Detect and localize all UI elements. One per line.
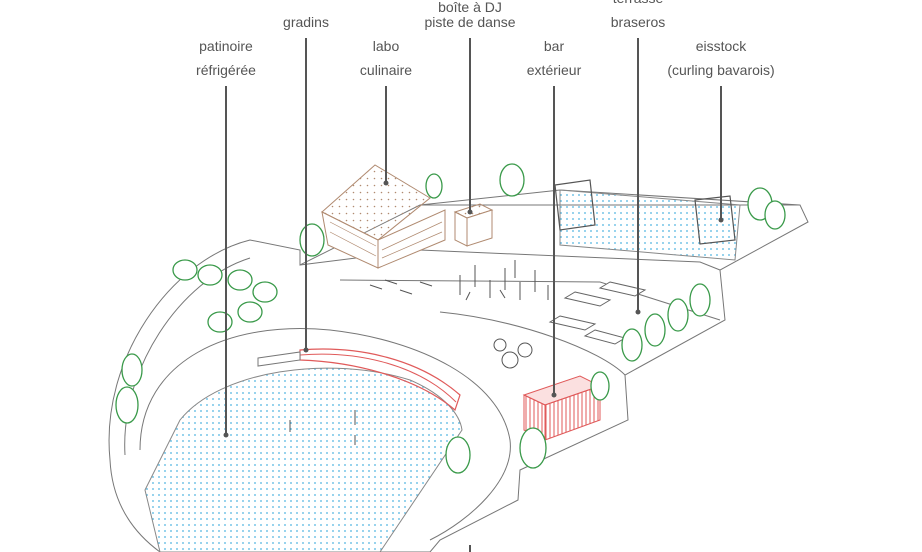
label-bar-line1: bar xyxy=(544,38,565,54)
eisstock-lane xyxy=(554,179,741,261)
label-terrasse-line2: braseros xyxy=(611,14,665,30)
label-gradins: gradins xyxy=(283,14,329,30)
crowd xyxy=(289,260,549,445)
label-labo-line1: labo xyxy=(373,38,400,54)
cabin-labo-culinaire xyxy=(321,164,446,269)
leader-lines xyxy=(223,38,724,552)
label-labo-line2: culinaire xyxy=(360,62,412,78)
label-eisstock-line2: (curling bavarois) xyxy=(667,62,774,78)
label-eisstock-line1: eisstock xyxy=(696,38,748,54)
label-dj-line1: boîte à DJ xyxy=(438,0,502,15)
dj-box xyxy=(453,203,494,247)
label-patinoire-line2: réfrigérée xyxy=(196,62,256,78)
label-terrasse-line1: terrasse xyxy=(613,0,664,6)
label-bar-line2: extérieur xyxy=(527,62,582,78)
bleachers xyxy=(257,348,461,412)
label-dj-line2: piste de danse xyxy=(424,14,515,30)
label-patinoire-line1: patinoire xyxy=(199,38,253,54)
picnic-tables xyxy=(548,281,647,345)
trees xyxy=(115,163,786,474)
